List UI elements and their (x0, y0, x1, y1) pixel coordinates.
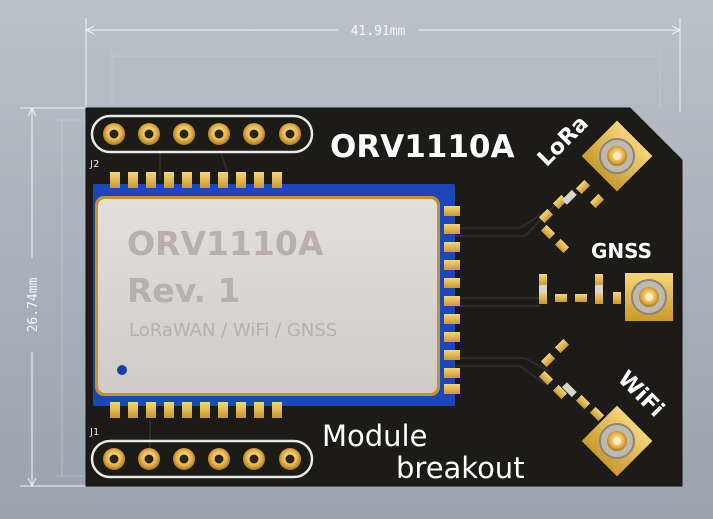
pin1-marker (117, 365, 127, 375)
lora-matching-network (538, 179, 605, 254)
module-features: LoRaWAN / WiFi / GNSS (129, 320, 337, 341)
gnss-matching-network (539, 274, 621, 304)
copper-traces (149, 149, 561, 450)
gnss-label: GNSS (591, 239, 652, 263)
header-j1-pins (103, 448, 301, 470)
header-j1 (90, 439, 314, 479)
module-right-pads (444, 206, 460, 394)
wifi-connector (581, 405, 653, 477)
header-j1-label: J1 (89, 427, 99, 438)
header-j2-label: J2 (89, 159, 99, 170)
header-j2 (90, 114, 314, 154)
header-j2-pins (103, 123, 301, 145)
gnss-connector (625, 273, 673, 321)
module-shield (98, 199, 437, 393)
label-breakout: breakout (396, 451, 525, 485)
lora-connector (581, 120, 653, 192)
board-title: ORV1110A (330, 129, 515, 165)
ghost-dimension (56, 50, 661, 477)
module-bottom-pads (110, 402, 282, 418)
module-revision: Rev. 1 (127, 271, 241, 310)
label-module: Module (322, 419, 427, 453)
height-dimension-label: 26.74mm (26, 277, 41, 332)
width-dimension-label: 41.91mm (351, 24, 406, 39)
module-top-pads (110, 172, 282, 188)
wifi-matching-network (538, 338, 605, 422)
module-name: ORV1110A (127, 224, 324, 263)
dimension-annotations (20, 18, 682, 488)
